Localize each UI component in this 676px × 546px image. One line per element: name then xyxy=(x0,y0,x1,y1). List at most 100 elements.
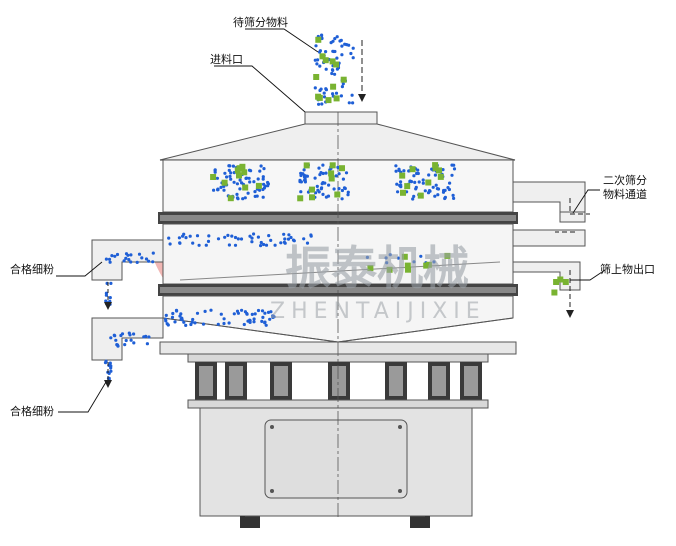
granule-particle xyxy=(315,36,322,43)
powder-particle xyxy=(104,293,108,297)
powder-particle xyxy=(313,86,317,90)
powder-particle xyxy=(351,101,355,105)
feed-inlet-pipe xyxy=(304,111,378,125)
leader-lines xyxy=(56,28,606,413)
powder-particle xyxy=(238,178,242,182)
granule-particle xyxy=(436,167,442,174)
powder-particle xyxy=(253,194,257,198)
powder-particle xyxy=(402,169,406,173)
powder-particle xyxy=(320,102,324,106)
powder-particle xyxy=(269,238,273,242)
powder-particle xyxy=(301,172,305,176)
granule-particle xyxy=(367,265,374,272)
powder-particle xyxy=(317,166,321,170)
granule-particle xyxy=(330,83,337,90)
powder-particle xyxy=(261,195,265,199)
powder-particle xyxy=(324,171,328,175)
powder-particle xyxy=(114,338,118,342)
powder-particle xyxy=(289,235,293,240)
powder-particle xyxy=(263,184,267,188)
powder-particle xyxy=(340,197,344,201)
granule-particle xyxy=(322,57,329,64)
powder-particle xyxy=(413,180,417,184)
powder-particle xyxy=(247,176,251,180)
lid-cone xyxy=(159,123,516,161)
granule-particle xyxy=(405,266,411,273)
watermark-subtext: ZHENTAIJIXIE xyxy=(270,299,486,324)
powder-particle xyxy=(236,197,240,201)
powder-particle xyxy=(213,170,217,174)
powder-particle xyxy=(421,181,425,185)
powder-particle xyxy=(227,321,231,325)
granule-particle xyxy=(417,192,424,199)
powder-particle xyxy=(414,185,418,189)
powder-particle xyxy=(222,188,226,192)
label-secondary-channel-1: 二次筛分 xyxy=(603,173,647,187)
powder-particle xyxy=(213,168,217,172)
powder-particle xyxy=(145,342,149,346)
powder-particle xyxy=(232,180,236,184)
powder-particle xyxy=(263,320,267,324)
granule-particle xyxy=(242,184,249,191)
powder-particle xyxy=(452,196,456,200)
powder-particle xyxy=(191,317,195,322)
powder-particle xyxy=(259,244,263,248)
powder-particle xyxy=(252,180,256,184)
powder-particle xyxy=(431,185,435,189)
powder-particle xyxy=(427,173,431,177)
granule-particle xyxy=(236,172,242,179)
powder-particle xyxy=(350,93,354,97)
flow-arrows xyxy=(104,40,590,388)
powder-particle xyxy=(261,315,265,319)
granule-particle xyxy=(210,174,217,180)
powder-particle xyxy=(451,193,455,197)
powder-particle xyxy=(129,338,133,342)
powder-particle xyxy=(207,234,211,238)
powder-particle xyxy=(267,234,271,238)
powder-particle xyxy=(175,309,179,313)
granule-particle xyxy=(236,165,243,172)
powder-particle xyxy=(222,317,226,321)
powder-particle xyxy=(223,171,227,175)
powder-particle xyxy=(385,261,389,265)
powder-particle xyxy=(140,256,144,260)
powder-particle xyxy=(433,194,437,198)
powder-particle xyxy=(209,308,213,312)
powder-particle xyxy=(351,46,355,50)
powder-particle xyxy=(109,281,113,285)
powder-particle xyxy=(203,309,207,313)
powder-particle xyxy=(124,338,128,343)
powder-particle xyxy=(433,173,437,177)
powder-particle xyxy=(151,251,155,255)
powder-particle xyxy=(333,37,337,41)
label-oversize-outlet: 筛上物出口 xyxy=(600,262,655,276)
granule-particle xyxy=(329,58,336,65)
granule-particle xyxy=(313,74,320,80)
granule-particle xyxy=(340,76,347,83)
powder-particle xyxy=(349,51,353,56)
powder-particle xyxy=(416,168,420,172)
powder-particle xyxy=(170,315,175,319)
powder-particle xyxy=(115,252,120,257)
powder-particle xyxy=(227,243,231,247)
spring-7 xyxy=(460,362,482,400)
powder-particle xyxy=(324,87,328,91)
granule-particle xyxy=(334,191,341,198)
granule-particle xyxy=(553,279,560,285)
powder-particle xyxy=(173,320,177,324)
powder-particle xyxy=(201,322,206,326)
powder-particle xyxy=(120,332,125,336)
powder-particle xyxy=(230,234,234,238)
powder-particle xyxy=(252,320,256,324)
powder-particle xyxy=(450,173,454,177)
powder-particle xyxy=(195,234,200,238)
powder-particle xyxy=(291,238,296,242)
powder-particle xyxy=(147,259,151,263)
powder-particle xyxy=(282,240,286,244)
powder-particle xyxy=(263,311,267,315)
powder-particle xyxy=(239,237,244,241)
powder-particle xyxy=(335,56,339,60)
powder-particle xyxy=(264,243,269,247)
powder-particle xyxy=(132,332,136,336)
powder-particle xyxy=(248,234,252,238)
